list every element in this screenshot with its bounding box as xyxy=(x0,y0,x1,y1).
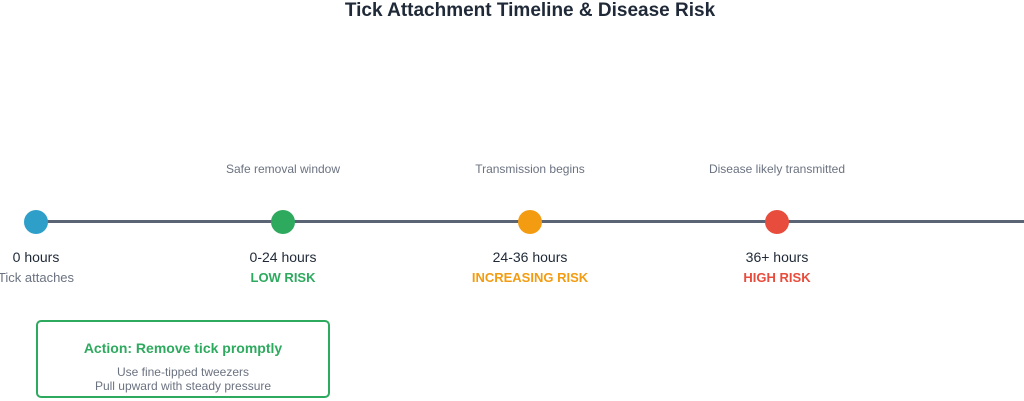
diagram-title: Tick Attachment Timeline & Disease Risk xyxy=(344,0,716,21)
milestone-note: Disease likely transmitted xyxy=(708,162,846,176)
risk-label: INCREASING RISK xyxy=(471,270,589,285)
milestone-dot xyxy=(518,210,542,234)
milestone-time: 36+ hours xyxy=(745,249,809,265)
milestone-dot xyxy=(765,210,789,234)
milestone-24-36-hours: Transmission begins 24-36 hours INCREASI… xyxy=(430,0,630,300)
milestone-time: 0-24 hours xyxy=(249,249,317,265)
risk-label: LOW RISK xyxy=(250,270,316,285)
risk-label: HIGH RISK xyxy=(743,270,811,285)
milestone-0-24-hours: Safe removal window 0-24 hours LOW RISK xyxy=(183,0,383,300)
milestone-0-hours: 0 hours Tick attaches xyxy=(0,0,136,300)
action-instruction: Pull upward with steady pressure xyxy=(94,379,272,393)
milestone-time: 24-36 hours xyxy=(492,249,568,265)
action-instruction: Use fine-tipped tweezers xyxy=(116,365,250,379)
milestone-note: Transmission begins xyxy=(475,162,585,176)
milestone-note: Safe removal window xyxy=(225,162,341,176)
milestone-dot xyxy=(24,210,48,234)
action-title: Action: Remove tick promptly xyxy=(83,340,283,356)
action-box: Action: Remove tick promptly Use fine-ti… xyxy=(36,320,330,398)
milestone-36-plus-hours: Disease likely transmitted 36+ hours HIG… xyxy=(677,0,877,300)
milestone-dot xyxy=(271,210,295,234)
milestone-description: Tick attaches xyxy=(0,270,75,285)
milestone-time: 0 hours xyxy=(12,249,60,265)
